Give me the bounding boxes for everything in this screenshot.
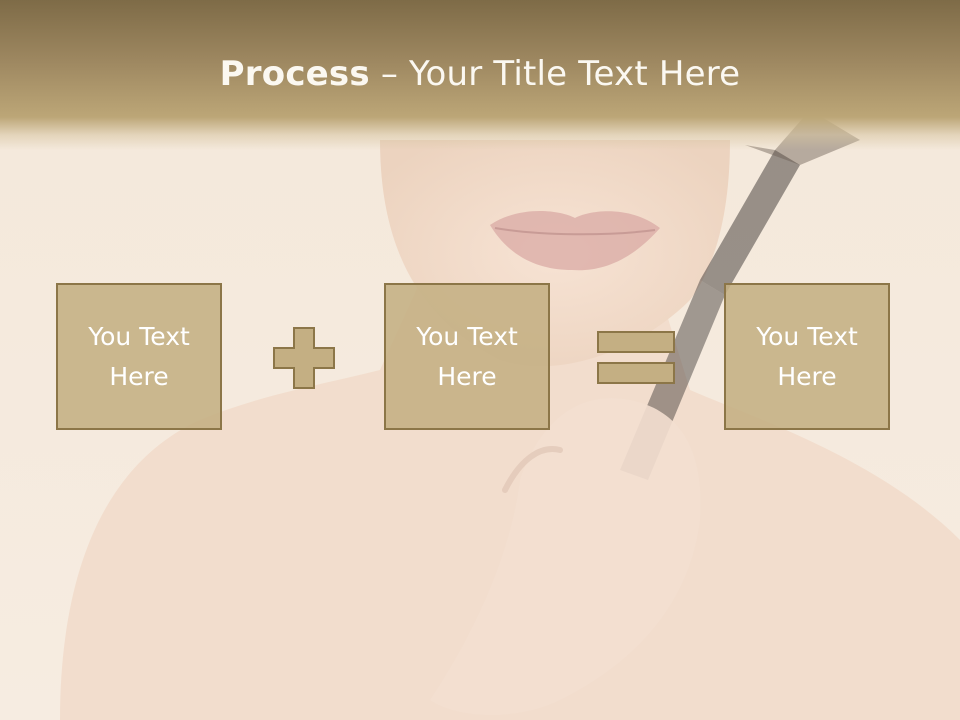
plus-icon: [273, 327, 335, 389]
title-rest: Your Title Text Here: [409, 54, 741, 94]
text-box-3[interactable]: You Text Here: [724, 283, 890, 430]
text-box-2[interactable]: You Text Here: [384, 283, 550, 430]
title-bold-part: Process: [219, 54, 370, 94]
slide-title: Process – Your Title Text Here: [0, 52, 960, 96]
text-box-1[interactable]: You Text Here: [56, 283, 222, 430]
title-band: [0, 0, 960, 150]
equals-icon: [597, 331, 675, 384]
title-separator: –: [369, 54, 410, 94]
